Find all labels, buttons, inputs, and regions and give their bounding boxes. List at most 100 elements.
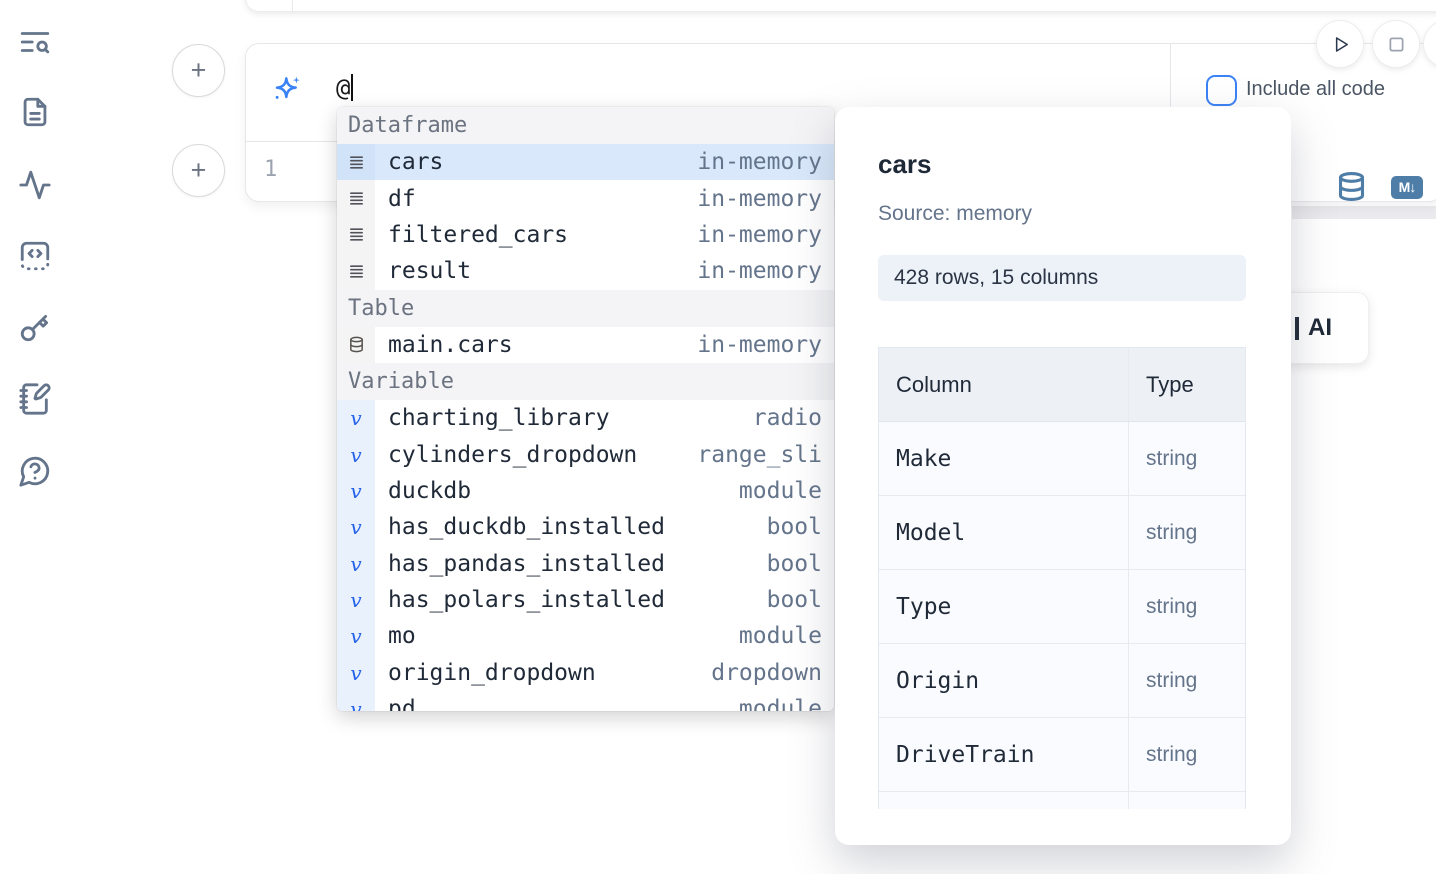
autocomplete-item[interactable]: filtered_cars in-memory [337, 216, 834, 254]
item-name: pd [388, 696, 416, 711]
database-icon[interactable] [1336, 171, 1367, 202]
variable-icon: v [337, 472, 375, 510]
line-number: 1 [264, 157, 278, 182]
schema-row [879, 792, 1245, 809]
schema-header-row: Column Type [879, 348, 1245, 422]
item-type: module [738, 696, 822, 711]
column-name: Type [896, 593, 952, 620]
stop-button[interactable] [1373, 21, 1419, 67]
text-cursor [351, 74, 354, 101]
item-type: in-memory [697, 258, 822, 285]
item-type: bool [766, 550, 822, 577]
divider [1170, 44, 1171, 141]
item-type: bool [766, 587, 822, 614]
item-type: bool [766, 514, 822, 541]
item-type: in-memory [697, 149, 822, 176]
column-type: string [1146, 742, 1198, 766]
column-name: Origin [896, 667, 980, 694]
partial-hidden-button[interactable] [1424, 21, 1436, 67]
autocomplete-section-header: Dataframe [337, 107, 834, 144]
item-name: main.cars [388, 331, 513, 358]
item-name: result [388, 258, 472, 285]
item-type: module [738, 623, 822, 650]
column-type: string [1146, 668, 1198, 692]
item-name: has_pandas_installed [388, 550, 665, 577]
autocomplete-item[interactable]: df in-memory [337, 180, 834, 217]
dataframe-rows-icon [337, 216, 375, 254]
variable-icon: v [337, 691, 375, 711]
dataframe-rows-icon [337, 180, 375, 217]
item-type: in-memory [697, 221, 822, 248]
column-type: string [1146, 594, 1198, 618]
column-type: string [1146, 520, 1198, 544]
column-header: Column [896, 371, 972, 397]
autocomplete-item[interactable]: main.cars in-memory [337, 326, 834, 363]
variable-icon: v [337, 436, 375, 473]
list-search-icon[interactable] [18, 25, 52, 59]
database-icon [337, 326, 375, 363]
item-name: charting_library [388, 405, 610, 432]
autocomplete-item[interactable]: result in-memory [337, 253, 834, 290]
column-type: string [1146, 446, 1198, 470]
item-name: has_duckdb_installed [388, 514, 665, 541]
document-icon[interactable] [18, 95, 52, 129]
clipped-letter [1295, 316, 1299, 340]
help-icon[interactable] [18, 454, 52, 488]
item-name: cylinders_dropdown [388, 441, 638, 468]
ai-prompt-input[interactable]: @ [336, 74, 354, 102]
autocomplete-item[interactable]: v cylinders_dropdown range_sli [337, 436, 834, 473]
variable-icon: v [337, 399, 375, 437]
autocomplete-item[interactable]: v charting_library radio [337, 399, 834, 437]
add-cell-button-bottom[interactable]: + [172, 144, 225, 197]
snippets-icon[interactable] [18, 239, 52, 273]
previous-cell-edge [245, 0, 1436, 12]
markdown-icon[interactable]: M↓ [1391, 176, 1423, 199]
item-type: radio [752, 405, 822, 432]
column-name: DriveTrain [896, 741, 1035, 768]
item-type: in-memory [697, 331, 822, 358]
sparkles-icon [271, 75, 303, 107]
item-name: has_polars_installed [388, 587, 665, 614]
autocomplete-item[interactable]: v has_pandas_installed bool [337, 545, 834, 582]
schema-row: DriveTrain string [879, 718, 1245, 792]
include-all-code-checkbox[interactable] [1206, 75, 1237, 106]
preview-source: Source: memory [878, 202, 1033, 225]
stop-icon [1389, 37, 1403, 51]
dataframe-rows-icon [337, 144, 375, 181]
item-type: dropdown [711, 659, 822, 686]
item-name: df [388, 185, 416, 212]
item-name: filtered_cars [388, 221, 569, 248]
preview-title: cars [878, 149, 932, 179]
prompt-text: @ [336, 74, 351, 102]
run-cell-button[interactable] [1317, 21, 1363, 67]
key-icon[interactable] [18, 310, 52, 344]
sidebar [0, 0, 70, 874]
item-type: module [738, 477, 822, 504]
item-name: origin_dropdown [388, 659, 596, 686]
type-header: Type [1146, 371, 1194, 397]
cell-output-strip [1292, 206, 1436, 219]
gutter-divider [292, 0, 293, 11]
dataframe-preview-panel: cars Source: memory 428 rows, 15 columns… [835, 107, 1291, 845]
add-cell-button-top[interactable]: + [172, 44, 225, 97]
play-icon [1335, 36, 1348, 52]
schema-row: Type string [879, 570, 1245, 644]
autocomplete-section-header: Table [337, 289, 834, 327]
activity-icon[interactable] [18, 168, 52, 202]
item-type: range_sli [697, 441, 822, 468]
include-all-code-label: Include all code [1246, 78, 1385, 100]
item-type: in-memory [697, 185, 822, 212]
scratchpad-icon[interactable] [18, 382, 52, 416]
variable-icon: v [337, 545, 375, 582]
